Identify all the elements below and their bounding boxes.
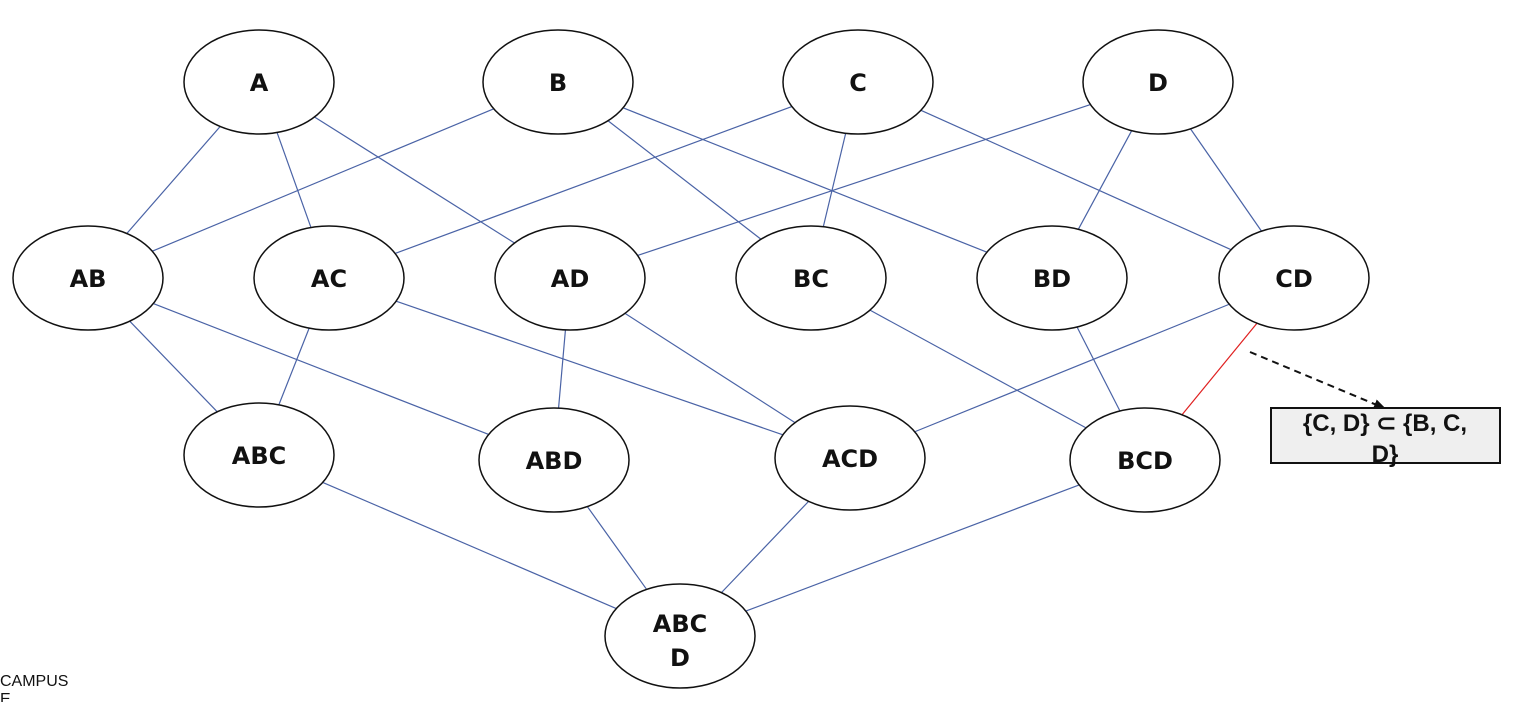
node-ellipse-c <box>782 29 934 135</box>
node-label-abcd-line2: D <box>670 644 690 672</box>
node-label-bd: BD <box>1033 265 1071 293</box>
node-c: C <box>782 29 934 135</box>
node-bc: BC <box>735 225 887 331</box>
edge-bd-bcd <box>1076 326 1121 412</box>
node-bcd: BCD <box>1069 407 1221 513</box>
node-ellipse-ab <box>12 225 164 331</box>
callout-text-line2: D} <box>1372 441 1399 468</box>
node-label-acd: ACD <box>822 445 878 473</box>
node-ellipse-abd <box>478 407 630 513</box>
node-ellipse-d <box>1082 29 1234 135</box>
node-ab: AB <box>12 225 164 331</box>
edge-c-ac <box>394 105 793 255</box>
node-label-abd: ABD <box>526 447 583 475</box>
node-b: B <box>482 29 634 135</box>
edge-ad-abd <box>557 329 567 409</box>
node-label-abc: ABC <box>232 442 286 470</box>
node-ellipse-b <box>482 29 634 135</box>
edge-c-cd <box>920 109 1232 251</box>
node-a: A <box>183 29 335 135</box>
edge-ac-acd <box>395 300 784 436</box>
edge-a-ab <box>126 126 221 234</box>
footer-partial-text: E <box>0 691 11 702</box>
edge-a-ac <box>276 132 312 228</box>
node-label-ad: AD <box>551 265 590 293</box>
node-ellipse-bcd <box>1069 407 1221 513</box>
edge-a-ad <box>314 116 515 244</box>
node-label-a: A <box>250 69 269 97</box>
node-ad: AD <box>494 225 646 331</box>
edges-group <box>126 103 1262 612</box>
callout-text-line1: {C, D} ⊂ {B, C, <box>1303 410 1467 437</box>
edge-d-ad <box>637 103 1091 257</box>
node-ac: AC <box>253 225 405 331</box>
edge-cd-acd <box>914 303 1230 433</box>
node-abcd: ABC D <box>604 583 756 689</box>
edge-b-bc <box>607 120 762 240</box>
edge-d-cd <box>1190 128 1262 232</box>
edge-ab-abd <box>153 302 489 436</box>
edge-ab-abc <box>129 320 218 413</box>
callout-box <box>1270 407 1501 464</box>
node-bd: BD <box>976 225 1128 331</box>
edge-acd-abcd <box>720 500 810 594</box>
node-ellipse-ad <box>494 225 646 331</box>
subset-callout: {C, D} ⊂ {B, C, D} <box>1270 407 1501 468</box>
footer-campus-text: CAMPUS <box>0 673 68 690</box>
edge-ad-acd <box>624 312 796 424</box>
callout-arrow <box>1249 351 1386 409</box>
node-abd: ABD <box>478 407 630 513</box>
node-ellipse-abc <box>183 402 335 508</box>
node-acd: ACD <box>774 405 926 511</box>
edge-cd-bcd <box>1181 322 1258 416</box>
node-label-b: B <box>549 69 567 97</box>
node-abc: ABC <box>183 402 335 508</box>
edge-b-bd <box>622 107 988 253</box>
node-d: D <box>1082 29 1234 135</box>
node-ellipse-bc <box>735 225 887 331</box>
edge-abd-abcd <box>586 506 648 590</box>
node-ellipse-cd <box>1218 225 1370 331</box>
edge-c-bc <box>822 133 847 227</box>
node-label-abcd-line1: ABC <box>653 610 707 638</box>
node-cd: CD <box>1218 225 1370 331</box>
edge-bc-bcd <box>869 309 1087 429</box>
node-label-ac: AC <box>311 265 347 293</box>
node-ellipse-abcd <box>604 583 756 689</box>
edge-b-ab <box>152 108 494 252</box>
node-label-ab: AB <box>70 265 107 293</box>
node-label-d: D <box>1148 69 1168 97</box>
edge-ac-abc <box>278 327 310 406</box>
node-ellipse-a <box>183 29 335 135</box>
node-ellipse-ac <box>253 225 405 331</box>
node-label-bcd: BCD <box>1117 447 1173 475</box>
node-label-bc: BC <box>793 265 829 293</box>
edge-abc-abcd <box>322 481 617 610</box>
node-ellipse-acd <box>774 405 926 511</box>
node-label-cd: CD <box>1275 265 1313 293</box>
edge-bcd-abcd <box>745 484 1080 612</box>
edge-d-bd <box>1077 130 1133 230</box>
node-label-c: C <box>849 69 867 97</box>
node-ellipse-bd <box>976 225 1128 331</box>
